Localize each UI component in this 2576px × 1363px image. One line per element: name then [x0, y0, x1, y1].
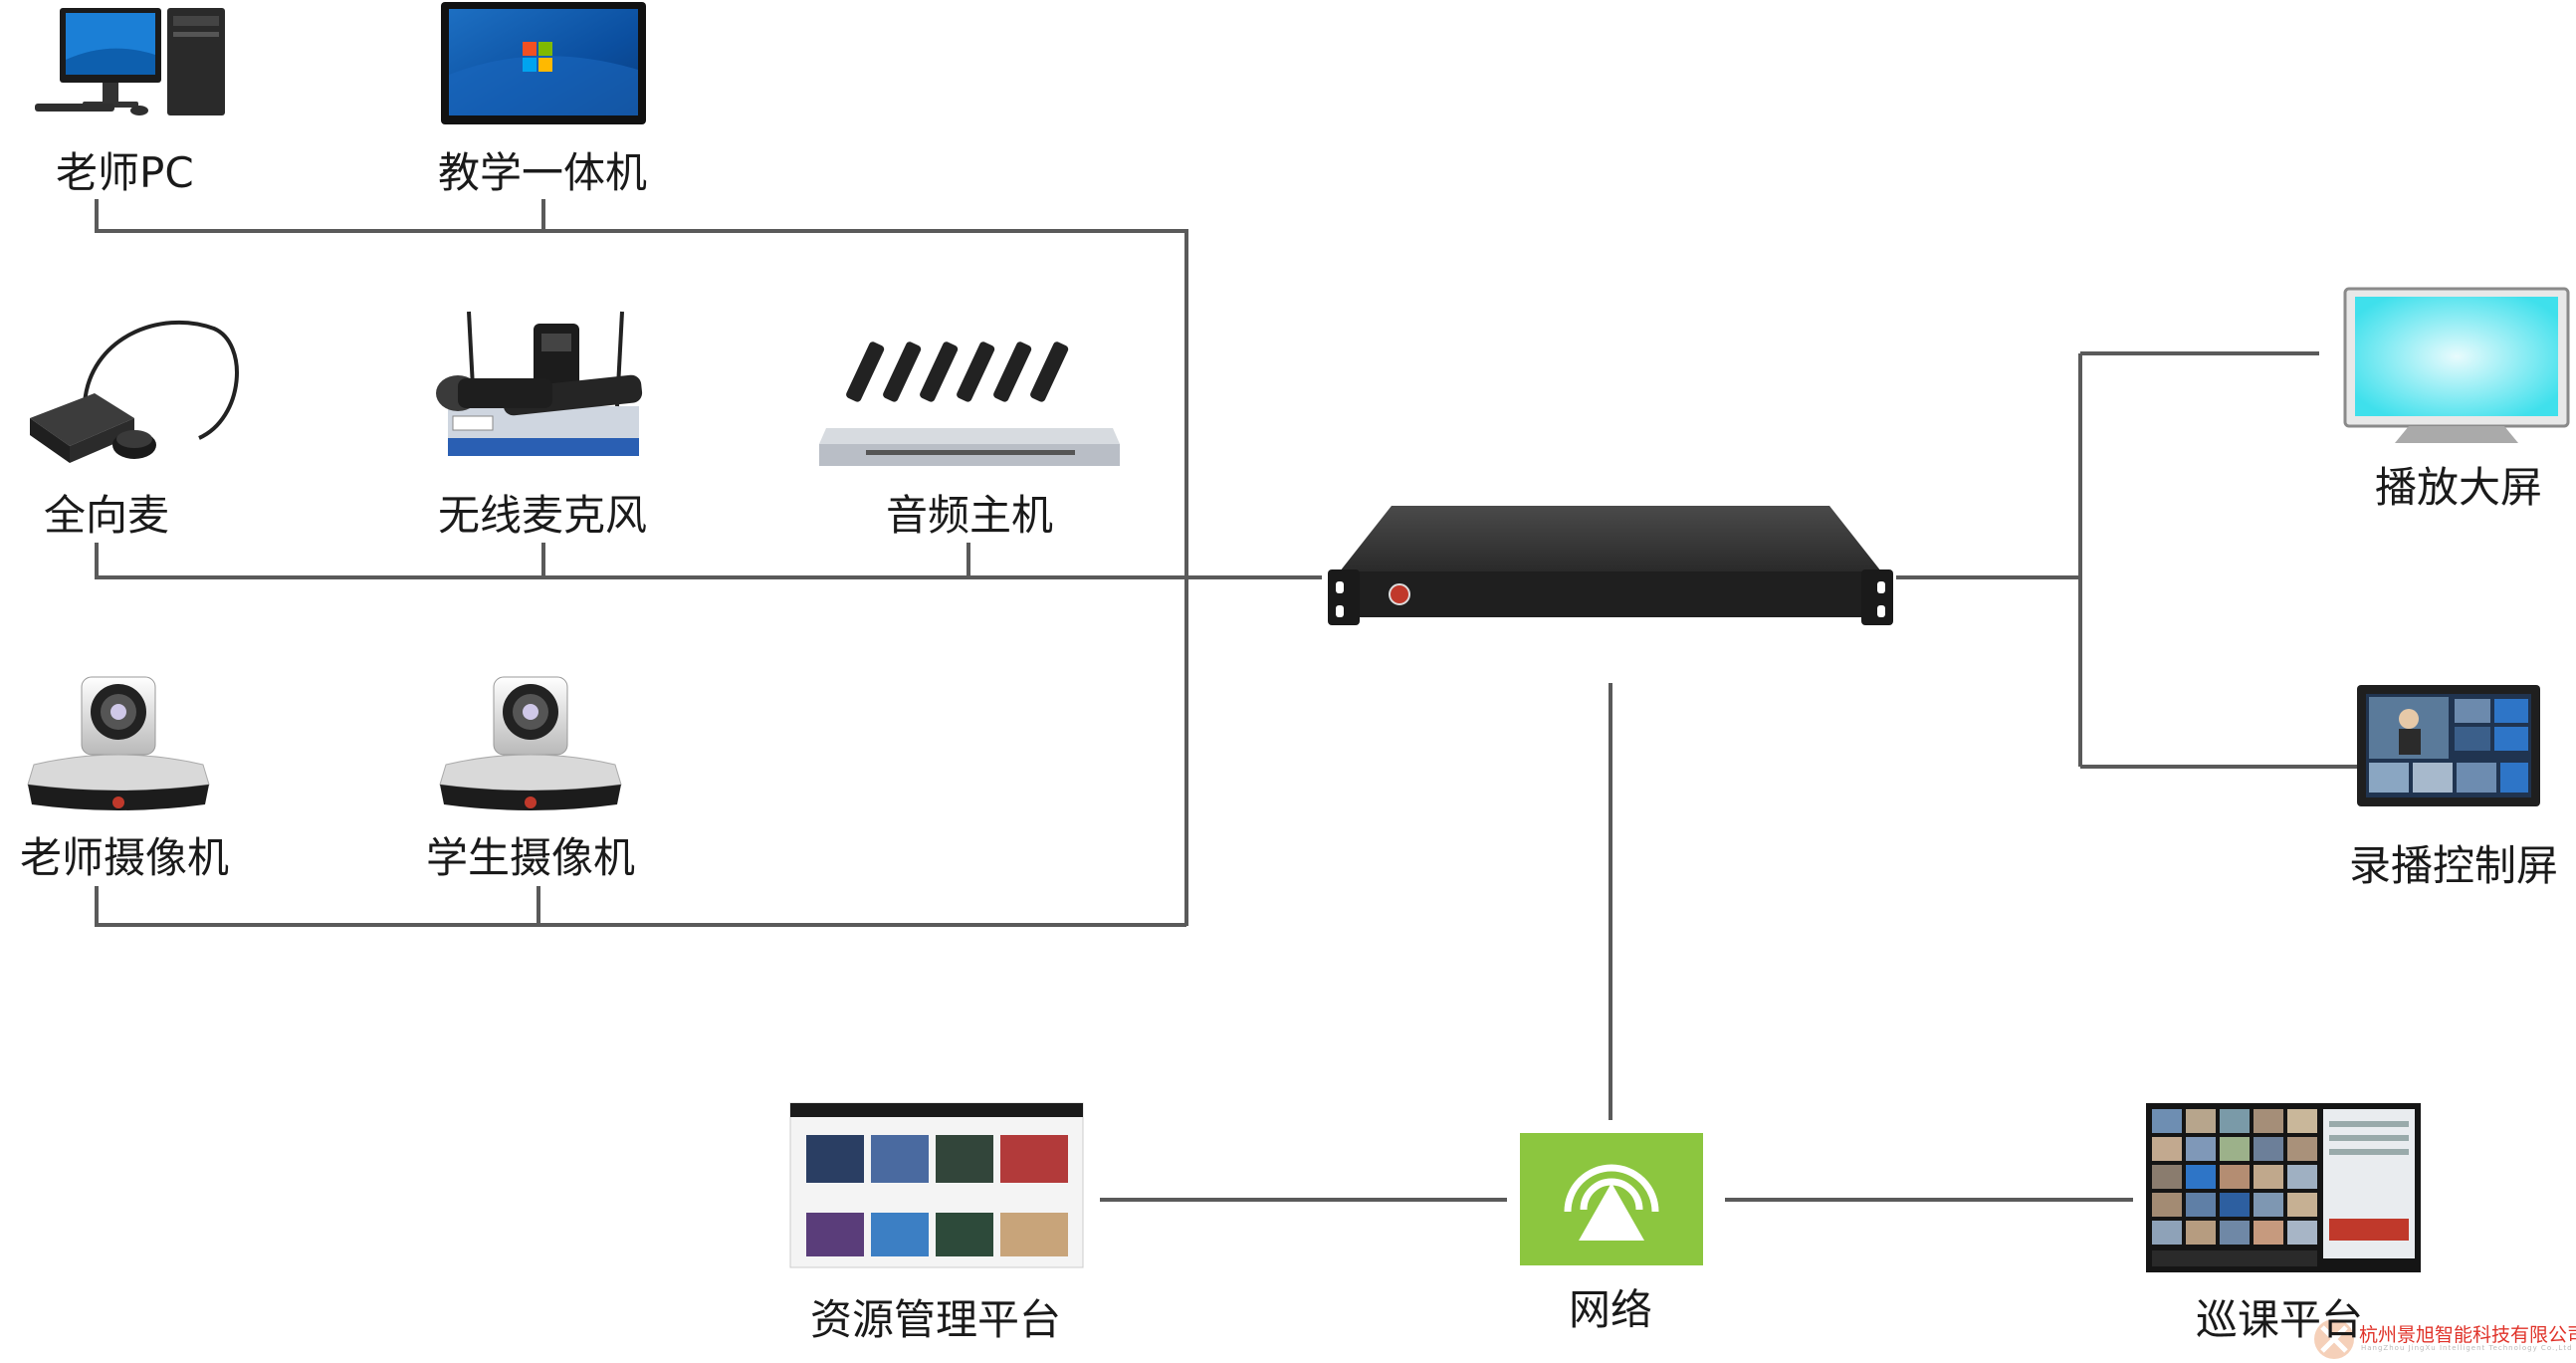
patrol-platform-icon	[2146, 1103, 2421, 1272]
line-to-displays	[1896, 351, 2367, 769]
label-teacher-camera: 老师摄像机	[20, 833, 230, 882]
label-resource-platform: 资源管理平台	[810, 1295, 1062, 1344]
label-student-camera: 学生摄像机	[426, 833, 636, 882]
label-teacher-pc: 老师PC	[56, 148, 194, 197]
audio-host-icon	[819, 341, 1120, 466]
wireless-mic-icon	[436, 311, 643, 456]
label-display-screen: 播放大屏	[2375, 463, 2543, 512]
network-icon	[1520, 1133, 1703, 1265]
watermark-company-en: HangZhou JingXu Intelligent Technology C…	[2361, 1344, 2573, 1352]
student-camera-icon	[439, 676, 622, 810]
teacher-pc-icon	[35, 8, 225, 115]
connection-lines	[95, 199, 2367, 1202]
label-patrol-platform: 巡课平台	[2196, 1295, 2364, 1344]
teaching-aio-icon	[441, 2, 646, 124]
line-row1-bus	[95, 199, 1188, 926]
watermark-company: 杭州景旭智能科技有限公司	[2359, 1324, 2576, 1346]
label-audio-host: 音频主机	[886, 491, 1054, 540]
teacher-camera-icon	[27, 676, 210, 810]
label-network: 网络	[1569, 1285, 1653, 1334]
display-screen-icon	[2343, 287, 2570, 443]
control-screen-icon	[2357, 685, 2540, 806]
line-row2-bus	[95, 543, 1322, 579]
label-control-screen: 录播控制屏	[2349, 841, 2559, 890]
recorder-host-icon	[1328, 506, 1893, 625]
resource-platform-icon	[789, 1102, 1084, 1268]
label-teaching-aio: 教学一体机	[438, 148, 648, 197]
label-wireless-mic: 无线麦克风	[438, 491, 648, 540]
label-omni-mic: 全向麦	[44, 491, 170, 540]
company-logo	[2314, 1319, 2354, 1359]
omni-mic-icon	[30, 320, 239, 463]
line-row3-bus	[95, 886, 1186, 927]
